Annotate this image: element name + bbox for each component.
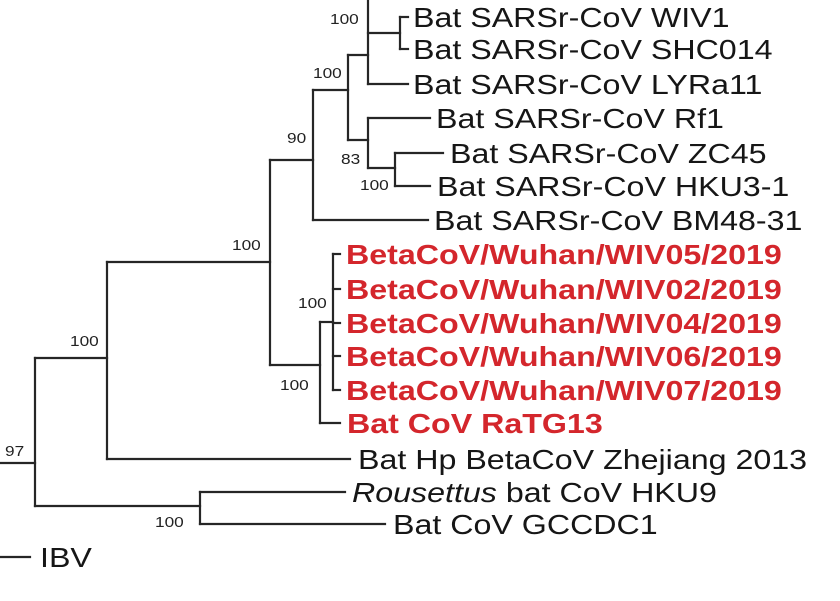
leaf-label-zc45: Bat SARSr-CoV ZC45: [450, 139, 767, 170]
leaf-label-wiv04: BetaCoV/Wuhan/WIV04/2019: [346, 309, 782, 340]
bootstrap-label: 97: [5, 443, 24, 460]
bootstrap-label: 100: [155, 514, 184, 531]
leaf-label-wiv05: BetaCoV/Wuhan/WIV05/2019: [346, 240, 782, 271]
bootstrap-label: 90: [287, 130, 306, 147]
leaf-label-bm48-31: Bat SARSr-CoV BM48-31: [434, 206, 802, 237]
genus-name-italic: Rousettus: [352, 478, 497, 509]
leaf-label-rf1: Bat SARSr-CoV Rf1: [436, 104, 724, 135]
leaf-label-gccdc1: Bat CoV GCCDC1: [393, 510, 658, 541]
leaf-label-ratg13: Bat CoV RaTG13: [347, 409, 603, 440]
leaf-label-wiv07: BetaCoV/Wuhan/WIV07/2019: [346, 376, 782, 407]
tree-branches: [0, 0, 445, 559]
bootstrap-label: 100: [313, 65, 342, 82]
leaf-label-shc014: Bat SARSr-CoV SHC014: [413, 35, 773, 66]
leaf-label-ibv: IBV: [40, 543, 92, 574]
leaf-label-hku9-rest: bat CoV HKU9: [497, 478, 717, 509]
bootstrap-label: 100: [280, 377, 309, 394]
leaf-label-wiv06: BetaCoV/Wuhan/WIV06/2019: [346, 342, 782, 373]
leaf-label-zhejiang-2013: Bat Hp BetaCoV Zhejiang 2013: [358, 445, 807, 476]
bootstrap-label: 100: [360, 177, 389, 194]
leaf-label-wiv02: BetaCoV/Wuhan/WIV02/2019: [346, 275, 782, 306]
leaf-labels: Bat SARSr-CoV WIV1 Bat SARSr-CoV SHC014 …: [40, 3, 807, 574]
leaf-label-hku3-1: Bat SARSr-CoV HKU3-1: [437, 172, 789, 203]
bootstrap-label: 100: [232, 237, 261, 254]
bootstrap-label: 100: [298, 295, 327, 312]
bootstrap-label: 83: [341, 151, 360, 168]
leaf-label-lyra11: Bat SARSr-CoV LYRa11: [413, 70, 762, 101]
leaf-label-hku9: Rousettus bat CoV HKU9: [352, 478, 717, 509]
bootstrap-label: 100: [330, 11, 359, 28]
bootstrap-label: 100: [70, 333, 99, 350]
bootstrap-labels: 100 100 90 83 100 100 100 100 100 97 100: [5, 11, 389, 531]
leaf-label-wiv1: Bat SARSr-CoV WIV1: [413, 3, 730, 34]
